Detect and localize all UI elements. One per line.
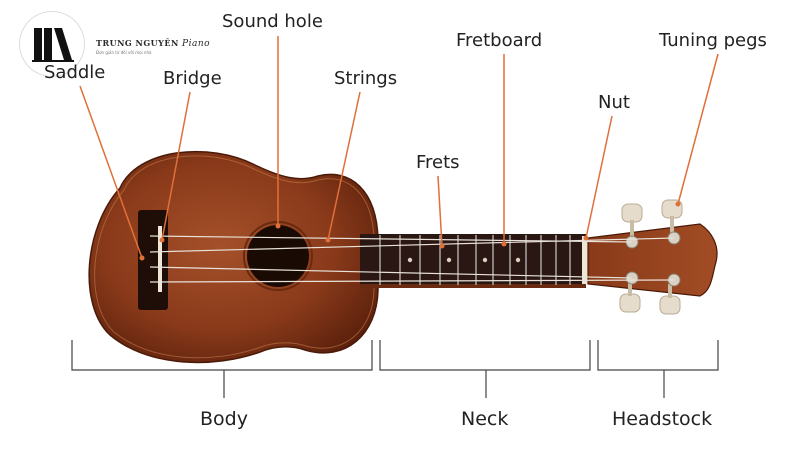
- leader-saddle: [79, 85, 143, 259]
- label-sound-hole: Sound hole: [222, 11, 323, 32]
- leader-strings: [327, 91, 361, 241]
- headstock: [587, 223, 718, 297]
- label-tuning-pegs: Tuning pegs: [659, 30, 767, 51]
- neck-edge: [360, 284, 586, 288]
- label-bridge: Bridge: [163, 68, 222, 89]
- leader-tuning-pegs: [677, 53, 719, 205]
- label-strings: Strings: [334, 68, 398, 89]
- body-binding: [94, 155, 375, 359]
- group-label-body: Body: [200, 408, 248, 430]
- sound-hole: [247, 225, 309, 287]
- fretboard: [360, 234, 586, 286]
- group-brackets: [71, 340, 719, 398]
- piano-logo-icon: [32, 28, 74, 62]
- ukulele-body: [88, 150, 379, 364]
- leader-frets: [437, 175, 443, 247]
- fret-marker-dot: [482, 257, 488, 263]
- leader-lines: [79, 36, 719, 259]
- brand-name-text: TRUNG NGUYÊN: [96, 38, 179, 48]
- tuning-peg: [621, 203, 643, 223]
- nut: [582, 236, 588, 284]
- bracket-headstock: [597, 340, 719, 371]
- tuning-peg: [659, 295, 681, 315]
- bracket-body: [71, 340, 373, 371]
- leader-nut: [585, 115, 613, 239]
- fret-marker-dot: [446, 257, 452, 263]
- fret-marker-dot: [515, 257, 521, 263]
- bracket-neck: [379, 340, 591, 371]
- label-fretboard: Fretboard: [456, 30, 543, 51]
- label-saddle: Saddle: [44, 62, 106, 83]
- label-nut: Nut: [598, 92, 630, 113]
- tuning-peg: [619, 293, 641, 313]
- fret-markers: [407, 257, 521, 263]
- group-label-headstock: Headstock: [612, 408, 713, 430]
- fret-marker-dot: [407, 257, 413, 263]
- brand-logo: [20, 12, 84, 76]
- saddle: [158, 226, 162, 292]
- brand-name: TRUNG NGUYÊN Piano: [96, 38, 210, 49]
- label-frets: Frets: [416, 152, 460, 173]
- brand-script: Piano: [182, 39, 211, 49]
- leader-bridge: [161, 91, 191, 241]
- group-label-neck: Neck: [461, 408, 509, 430]
- brand-tagline: Đơn giản từ đối với mọi nhà: [96, 50, 152, 55]
